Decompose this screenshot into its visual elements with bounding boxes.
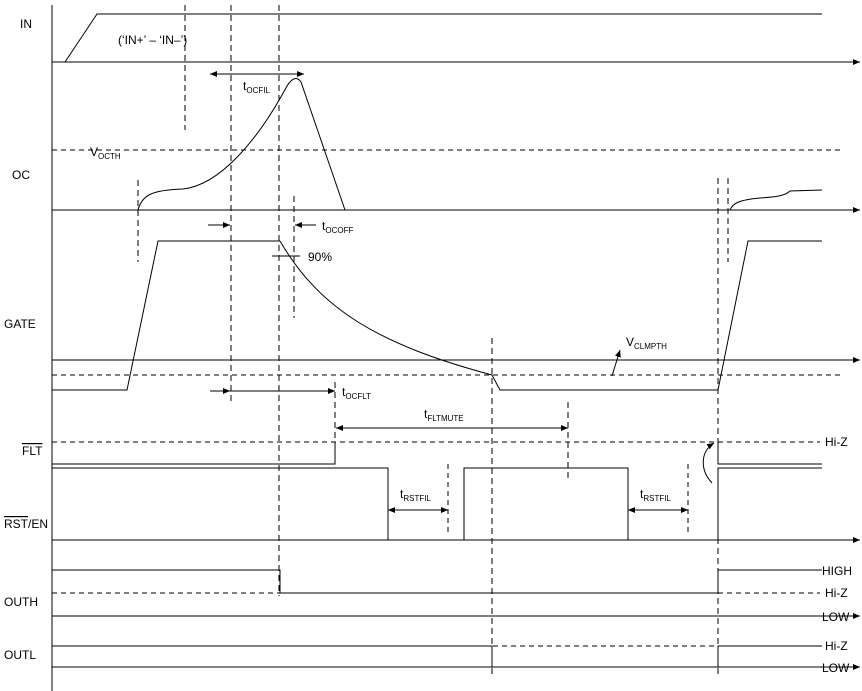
in-label: IN [20, 17, 32, 31]
t-fltmute-label: tFLTMUTE [424, 407, 464, 423]
timing-markers [137, 5, 729, 676]
flt-signal [52, 441, 822, 484]
gate-label: GATE [4, 317, 36, 331]
pct-90-label: 90% [308, 250, 332, 264]
t-rstfil-label-2: tRSTFIL [640, 487, 671, 503]
in-signal [52, 13, 860, 65]
in-formula: (‘IN+’ – ‘IN–’) [118, 33, 187, 47]
gate-signal [52, 240, 860, 391]
outl-low-label: LOW [822, 661, 850, 675]
oc-label: OC [12, 168, 30, 182]
oc-signal [52, 78, 860, 213]
t-ocfil-label: tOCFIL [243, 79, 270, 95]
outh-signal [52, 569, 860, 619]
outh-high-label: HIGH [822, 564, 852, 578]
outh-label: OUTH [4, 595, 38, 609]
rst-en-signal [52, 464, 860, 543]
v-clmpth-pointer [611, 349, 621, 377]
outl-label: OUTL [4, 648, 36, 662]
outh-low-label: LOW [822, 610, 850, 624]
t-ocoff-label: tOCOFF [322, 219, 353, 235]
t-rstfil-label-1: tRSTFIL [400, 487, 431, 503]
outl-hiz-label: Hi-Z [825, 639, 848, 653]
rst-en-label: RST/EN [4, 517, 48, 531]
outl-signal [52, 645, 860, 670]
outh-hiz-label: Hi-Z [825, 586, 848, 600]
flt-label: FLT [22, 444, 43, 458]
t-ocflt-label: tOCFLT [342, 385, 371, 401]
flt-hiz-label: Hi-Z [825, 435, 848, 449]
v-clmpth-label: VCLMPTH [626, 335, 667, 351]
v-octh-label: VOCTH [90, 145, 121, 161]
